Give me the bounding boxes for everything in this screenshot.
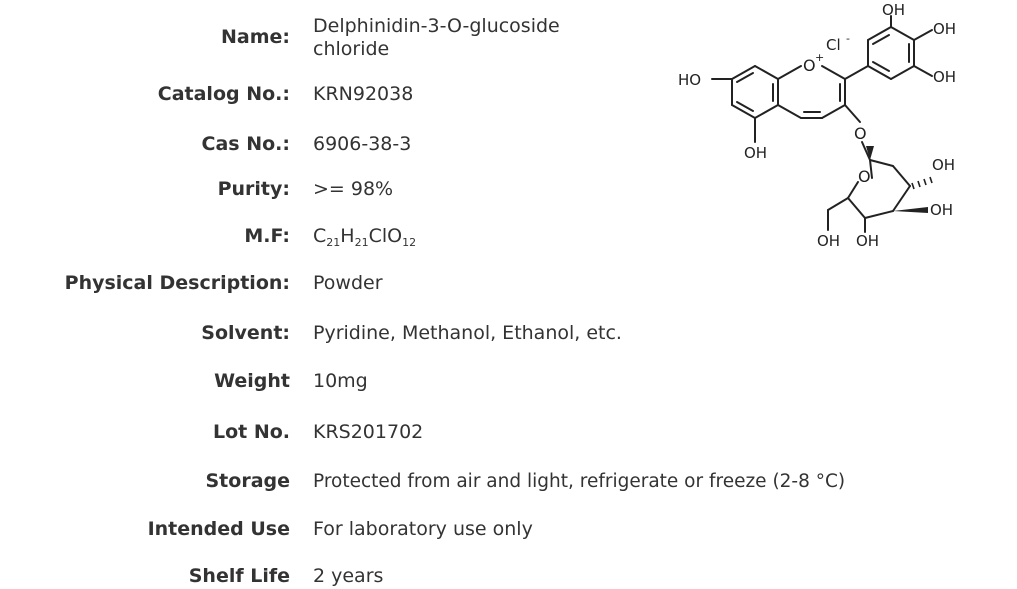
struct-label-o-link: O [854,124,867,143]
value-lot: KRS201702 [313,421,424,443]
struct-label-oplus: O [803,56,816,75]
label-cas: Cas No.: [201,133,290,155]
struct-label-oh-a: OH [744,144,767,162]
struct-label-oh-g3: OH [856,232,879,250]
value-cas: 6906-38-3 [313,133,412,155]
struct-label-ho: HO [678,71,701,89]
value-weight: 10mg [313,370,368,392]
label-shelf-life: Shelf Life [188,565,290,587]
struct-label-o-ring: O [858,167,871,186]
struct-label-cl: Cl [826,36,841,54]
struct-label-oh-g2: OH [930,201,953,219]
value-name: Delphinidin-3-O-glucoside chloride [313,15,653,61]
label-weight: Weight [214,370,290,392]
chemical-structure-image: HO O + Cl - OH OH OH OH O O OH OH OH OH [678,1,956,250]
struct-label-plus: + [815,51,824,64]
label-solvent: Solvent: [201,322,290,344]
struct-label-oh-r1: OH [933,20,956,38]
value-name-line2: chloride [313,38,390,60]
label-purity: Purity: [217,178,290,200]
value-intended-use: For laboratory use only [313,518,533,540]
mf-h-count: 21 [354,236,369,249]
mf-o-count: 12 [402,236,417,249]
mf-clo: ClO [368,225,403,247]
value-purity: >= 98% [313,178,394,200]
struct-label-minus: - [846,32,850,45]
struct-label-oh-top: OH [882,1,905,19]
struct-label-oh-g1: OH [932,156,955,174]
value-physical: Powder [313,272,383,294]
value-storage: Protected from air and light, refrigerat… [313,471,846,492]
value-solvent: Pyridine, Methanol, Ethanol, etc. [313,322,622,344]
label-name: Name: [220,26,290,48]
label-intended-use: Intended Use [147,518,290,540]
struct-label-oh-r2: OH [933,68,956,86]
label-storage: Storage [205,470,291,492]
mf-h: H [340,225,355,247]
label-lot: Lot No. [212,421,290,443]
mf-c: C [313,225,327,247]
label-physical: Physical Description: [64,272,290,294]
struct-label-oh-g4: OH [817,232,840,250]
value-mf: C21H21ClO12 [313,225,416,248]
value-catalog: KRN92038 [313,83,414,105]
label-catalog: Catalog No.: [157,83,290,105]
mf-c-count: 21 [326,236,341,249]
value-shelf-life: 2 years [313,565,384,587]
label-mf: M.F: [244,225,290,247]
value-name-line1: Delphinidin-3-O-glucoside [313,15,560,37]
